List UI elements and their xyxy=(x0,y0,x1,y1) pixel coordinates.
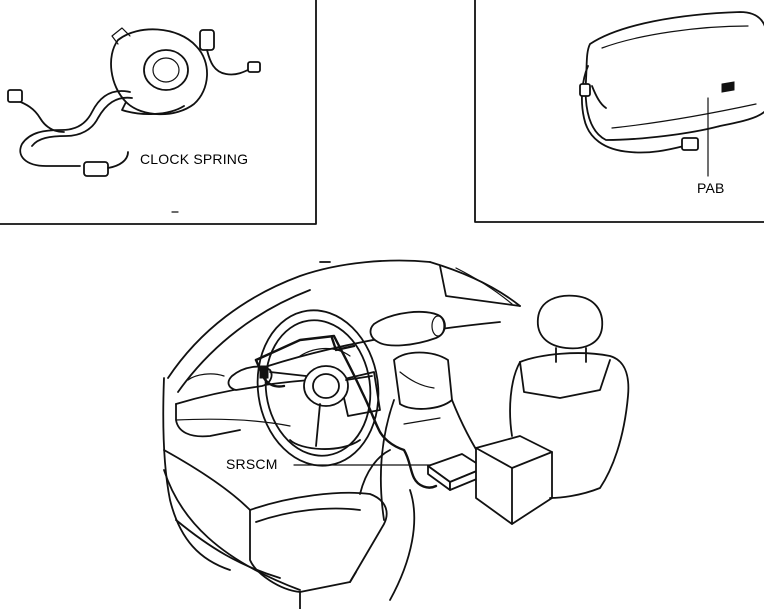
clock-spring-panel xyxy=(0,0,317,225)
pab-label: PAB xyxy=(697,180,725,196)
pab-panel xyxy=(474,0,764,223)
vehicle-interior-illustration xyxy=(162,259,630,609)
srscm-label: SRSCM xyxy=(226,456,278,472)
pab-illustration xyxy=(579,11,764,177)
clock-spring-illustration xyxy=(7,27,261,213)
clock-spring-label: CLOCK SPRING xyxy=(140,151,249,167)
